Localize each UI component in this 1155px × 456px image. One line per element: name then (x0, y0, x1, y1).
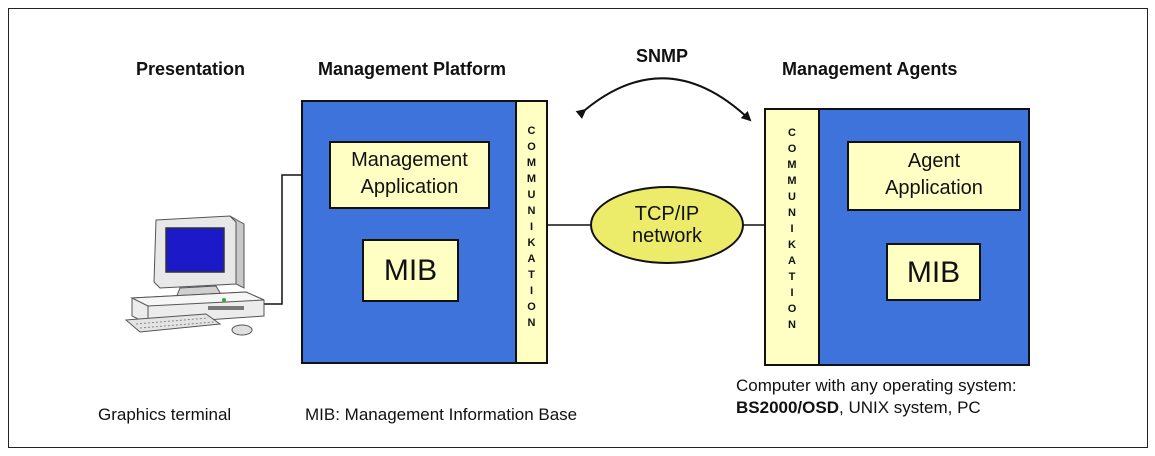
network-line2: network (631, 225, 703, 247)
agent-comm-n2: N (788, 319, 796, 331)
management-platform-panel (301, 100, 548, 364)
diagram-frame (8, 8, 1148, 448)
platform-comm-k: K (527, 237, 536, 249)
snmp-arrow (575, 77, 752, 122)
computer-caption-line2: BS2000/OSD, UNIX system, PC (736, 397, 981, 419)
header-management-platform: Management Platform (318, 59, 507, 79)
management-application-line2: Application (360, 176, 459, 198)
agent-comm-t: T (788, 271, 796, 283)
header-management-agents: Management Agents (782, 59, 958, 79)
agent-comm-i1: I (790, 223, 794, 235)
agent-application-box: Agent Application (847, 141, 1021, 211)
agent-application-line1: Agent (907, 150, 961, 172)
platform-comm-c: C (527, 125, 536, 137)
platform-communication-bar: C O M M U N I K A T I O N (515, 100, 548, 364)
platform-comm-a: A (527, 253, 536, 265)
platform-mib-box: MIB (362, 239, 459, 302)
desktop-computer-icon (124, 215, 265, 336)
management-application-line1: Management (351, 149, 468, 171)
graphics-terminal-caption: Graphics terminal (98, 405, 232, 424)
header-presentation: Presentation (136, 59, 246, 79)
platform-comm-o2: O (527, 301, 536, 313)
management-application-box: Management Application (329, 141, 490, 209)
platform-comm-i1: I (529, 221, 534, 233)
mib-definition-caption: MIB: Management Information Base (305, 405, 578, 424)
agent-communication-bar: C O M M U N I K A T I O N (764, 108, 820, 366)
platform-comm-m2: M (526, 173, 537, 185)
agent-comm-a: A (788, 255, 796, 267)
platform-comm-n2: N (527, 317, 536, 329)
computer-caption-line1: Computer with any operating system: (736, 376, 1017, 395)
agent-comm-n1: N (788, 207, 796, 219)
agent-comm-i2: I (790, 287, 794, 299)
agent-mib-box: MIB (886, 243, 981, 301)
platform-comm-t: T (528, 269, 535, 281)
platform-comm-n1: N (527, 205, 536, 217)
agent-comm-m2: M (787, 175, 797, 187)
agent-comm-c: C (788, 127, 796, 139)
computer-caption-rest: , UNIX system, PC (839, 398, 981, 417)
agent-application-line2: Application (885, 177, 983, 199)
platform-comm-i2: I (529, 285, 534, 297)
agent-comm-u: U (788, 191, 796, 203)
agent-comm-m1: M (787, 159, 797, 171)
platform-comm-o: O (527, 141, 536, 153)
header-snmp: SNMP (636, 46, 689, 66)
platform-comm-u: U (527, 189, 536, 201)
bs2000-label: BS2000/OSD (736, 398, 839, 417)
agent-comm-o2: O (787, 303, 797, 315)
agent-comm-k: K (788, 239, 796, 251)
agent-comm-o: O (787, 143, 797, 155)
platform-comm-m1: M (526, 157, 537, 169)
tcpip-network-ellipse: TCP/IP network (590, 186, 744, 264)
network-line1: TCP/IP (634, 203, 700, 225)
